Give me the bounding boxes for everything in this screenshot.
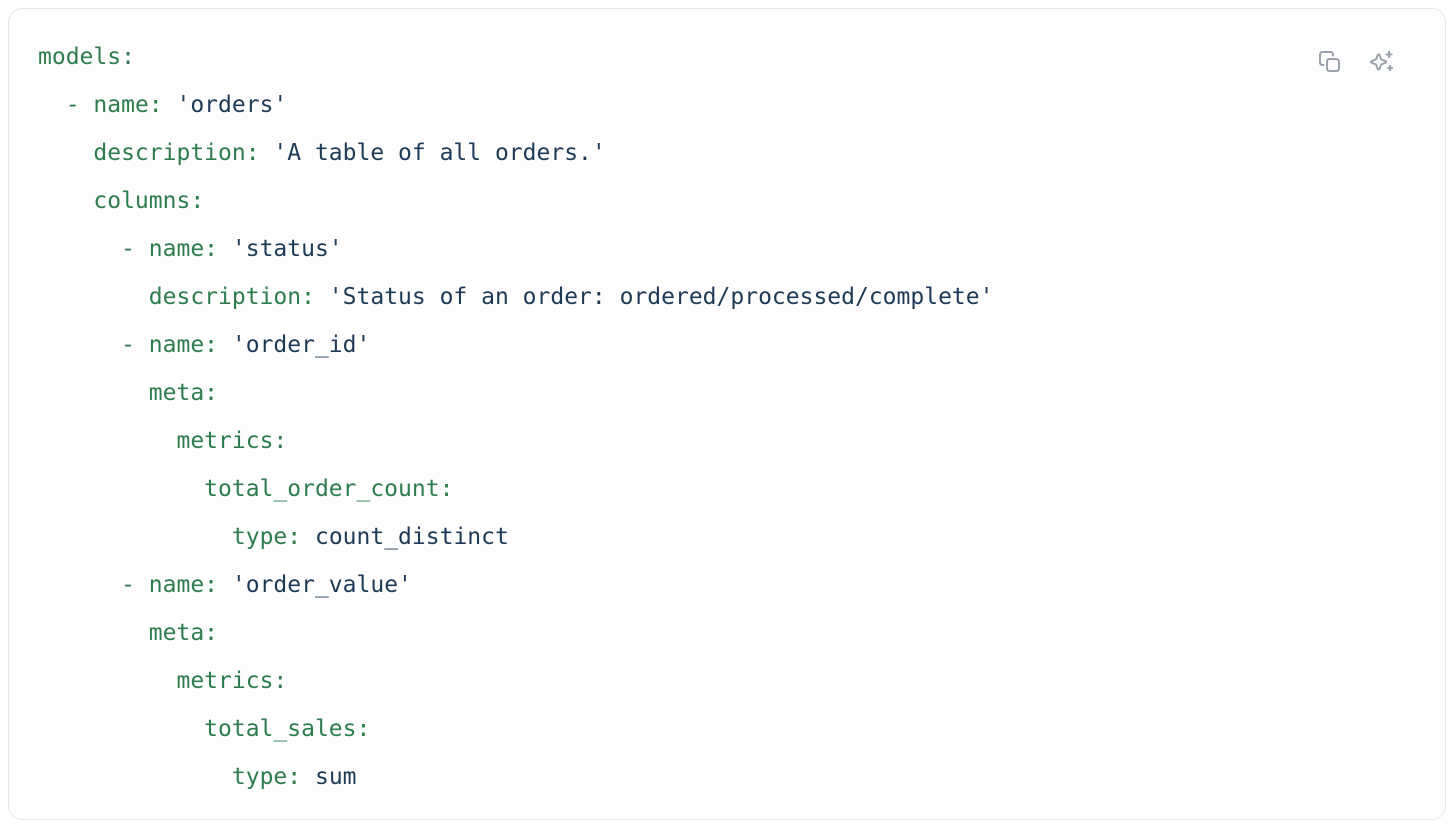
yaml-key: total_sales: xyxy=(204,716,371,742)
yaml-value: 'status' xyxy=(218,236,343,262)
sparkle-icon xyxy=(1369,49,1395,75)
yaml-key: models: xyxy=(38,44,135,70)
yaml-value: 'Status of an order: ordered/processed/c… xyxy=(314,284,994,310)
yaml-key: meta: xyxy=(148,620,219,646)
ai-sparkle-button[interactable] xyxy=(1369,49,1395,75)
yaml-key: - name: xyxy=(121,236,219,262)
code-lines: models: - name: 'orders' description: 'A… xyxy=(38,33,1385,801)
yaml-key: description: xyxy=(148,284,315,310)
yaml-key: - name: xyxy=(121,332,219,358)
yaml-value: 'orders' xyxy=(162,92,288,118)
yaml-value: 'order_id' xyxy=(218,332,371,358)
code-line: metrics: xyxy=(38,417,1385,465)
yaml-key: type: xyxy=(231,764,302,790)
copy-icon xyxy=(1318,50,1342,74)
yaml-key: columns: xyxy=(93,188,205,214)
yaml-key: metrics: xyxy=(176,668,288,694)
code-line: type: count_distinct xyxy=(38,513,1385,561)
yaml-value: 'order_value' xyxy=(218,572,412,598)
yaml-key: - name: xyxy=(121,572,219,598)
code-line: total_sales: xyxy=(38,705,1385,753)
code-line: - name: 'order_value' xyxy=(38,561,1385,609)
code-block-card: models: - name: 'orders' description: 'A… xyxy=(8,8,1446,820)
code-line: type: sum xyxy=(38,753,1385,801)
code-line: models: xyxy=(38,33,1385,81)
code-line: metrics: xyxy=(38,657,1385,705)
yaml-key: meta: xyxy=(148,380,219,406)
copy-button[interactable] xyxy=(1317,49,1343,75)
code-line: total_order_count: xyxy=(38,465,1385,513)
yaml-key: type: xyxy=(231,524,302,550)
code-line: description: 'Status of an order: ordere… xyxy=(38,273,1385,321)
code-line: meta: xyxy=(38,369,1385,417)
code-toolbar xyxy=(1317,49,1395,75)
code-line: description: 'A table of all orders.' xyxy=(38,129,1385,177)
yaml-key: total_order_count: xyxy=(204,476,454,502)
code-line: columns: xyxy=(38,177,1385,225)
code-content: models: - name: 'orders' description: 'A… xyxy=(9,9,1445,819)
yaml-value: sum xyxy=(301,764,357,790)
yaml-key: - name: xyxy=(65,92,163,118)
code-line: meta: xyxy=(38,609,1385,657)
code-line: - name: 'status' xyxy=(38,225,1385,273)
code-line: - name: 'order_id' xyxy=(38,321,1385,369)
yaml-value: count_distinct xyxy=(301,524,509,550)
code-line: - name: 'orders' xyxy=(38,81,1385,129)
yaml-key: description: xyxy=(93,140,260,166)
yaml-key: metrics: xyxy=(176,428,288,454)
yaml-value: 'A table of all orders.' xyxy=(259,140,606,166)
